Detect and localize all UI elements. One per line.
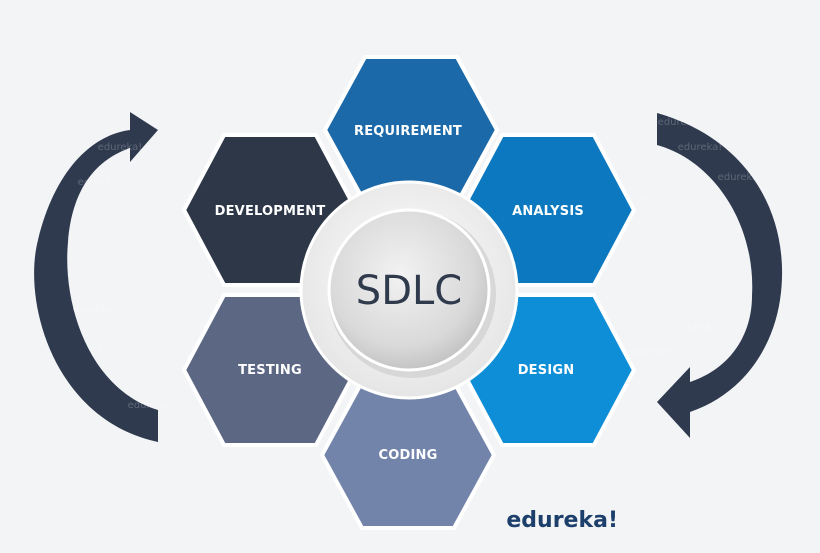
watermark-text: edureka!	[628, 192, 673, 203]
center-title: SDLC	[356, 268, 462, 314]
hex-testing-label: TESTING	[238, 363, 302, 378]
hex-coding-label: CODING	[379, 448, 438, 463]
watermark-text: edureka!	[128, 400, 173, 411]
watermark-text: edureka!	[98, 142, 143, 153]
hex-requirement-label: REQUIREMENT	[354, 124, 462, 139]
hex-development-label: DEVELOPMENT	[215, 204, 326, 219]
watermark-text: edureka!	[678, 322, 723, 333]
watermark-text: edureka!	[73, 304, 118, 315]
watermark-text: edureka!	[718, 172, 763, 183]
hex-design-label: DESIGN	[518, 363, 575, 378]
cycle-arrow-left	[34, 112, 158, 442]
watermark-text: edureka!	[678, 142, 723, 153]
watermark-text: edureka!	[98, 342, 143, 353]
hex-coding: CODING	[320, 380, 496, 530]
center-emblem: SDLC	[299, 180, 519, 400]
cycle-arrow-right	[657, 113, 783, 438]
watermark-text: edureka!	[628, 347, 673, 358]
watermark-text: edureka!	[78, 177, 123, 188]
cycle-arrow-right-body	[657, 113, 783, 438]
cycle-arrow-left-body	[34, 112, 158, 442]
center-disc	[327, 208, 491, 372]
brand-logo: edureka!	[506, 508, 618, 533]
hex-analysis-label: ANALYSIS	[512, 204, 584, 219]
watermark-text: edureka!	[658, 117, 703, 128]
